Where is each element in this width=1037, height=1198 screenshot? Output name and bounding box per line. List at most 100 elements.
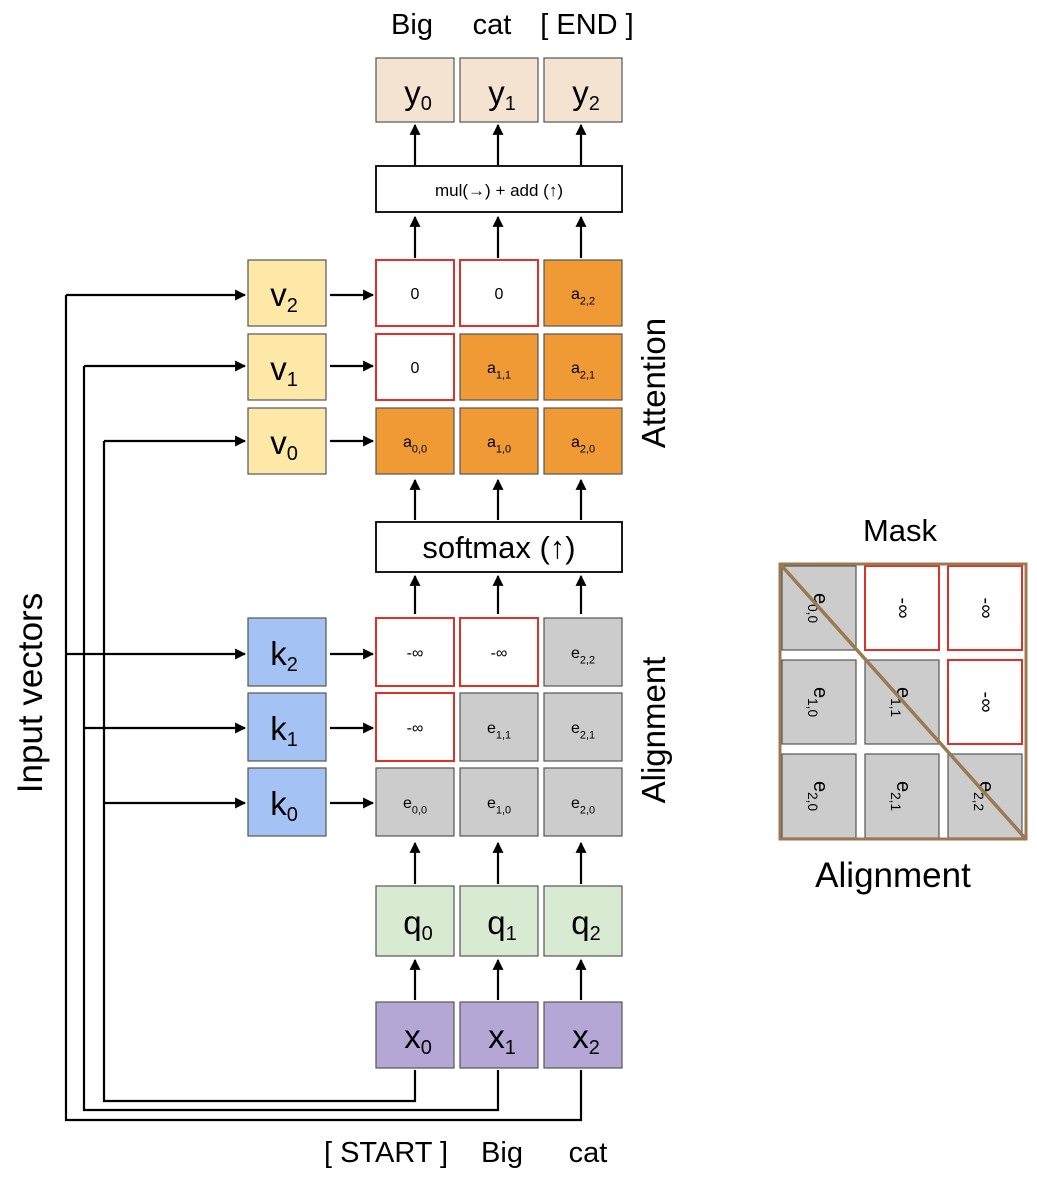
alignment-grid: -∞ -∞ e2,2 -∞ e1,1 e2,1 e0,0 e1,0 e2,0 (375, 617, 623, 837)
mask-cell-0-1 (864, 565, 940, 651)
alignment-cell-1-2-label: e2,1 (571, 720, 595, 742)
query-box-2 (543, 885, 623, 957)
value-box-0-label: v0 (270, 424, 298, 465)
attention-cell-1-1 (459, 333, 539, 401)
input-wires (64, 295, 583, 1122)
mask-caption: Alignment (815, 856, 971, 895)
output-box-1-label: y1 (488, 74, 516, 115)
key-box-1 (247, 692, 327, 762)
output-box-2-label: y2 (572, 74, 600, 115)
key-box-0-label: k0 (270, 785, 298, 826)
mask-cell-1-0-label: e1,0 (805, 687, 830, 717)
mask-cell-0-2 (947, 565, 1023, 651)
alignment-cell-0-2-label: e2,2 (571, 645, 595, 667)
attention-label: Attention (635, 318, 672, 448)
mask-cell-2-0 (781, 753, 857, 839)
alignment-cell-0-1-label: -∞ (491, 645, 508, 662)
alignment-cell-1-1 (459, 692, 539, 762)
alignment-cell-2-2-label: e2,0 (571, 795, 595, 817)
attention-cell-1-0 (375, 333, 455, 401)
mask-grid: e0,0-∞-∞e1,0e1,1-∞e2,0e2,1e2,2 (781, 565, 1023, 839)
value-box-1 (247, 333, 327, 401)
attention-cell-2-1-label: a1,0 (487, 434, 511, 456)
alignment-cell-2-0-label: e0,0 (403, 795, 427, 817)
key-box-2-label: k2 (270, 635, 298, 676)
mask-cell-0-0-label: e0,0 (805, 593, 830, 623)
alignment-cell-0-2 (543, 617, 623, 687)
input-vectors-label: Input vectors (11, 593, 50, 793)
mask-cell-1-1-label: e1,1 (888, 687, 913, 717)
output-boxes: y0 y1 y2 (375, 57, 623, 123)
attention-cell-2-0-label: a0,0 (403, 434, 427, 456)
mask-diagonal (779, 563, 1027, 840)
query-box-1-label: q1 (487, 904, 516, 945)
attention-cell-2-2 (543, 407, 623, 475)
mask-frame (778, 562, 1028, 841)
output-box-1 (459, 57, 539, 123)
value-box-2 (247, 259, 327, 327)
attention-cell-2-2-label: a2,0 (571, 434, 595, 456)
attention-cell-0-2-label: a2,2 (571, 286, 595, 308)
output-words: Big cat [ END ] (391, 9, 634, 41)
alignment-cell-0-1 (459, 617, 539, 687)
query-box-1 (459, 885, 539, 957)
attention-cell-0-0-label: 0 (411, 286, 420, 303)
input-arrows (66, 289, 247, 809)
alignment-cell-2-2 (543, 767, 623, 837)
mask-cell-0-1-label: -∞ (892, 598, 914, 619)
output-word-2: [ END ] (540, 9, 633, 41)
value-boxes: v2 v1 v0 (247, 259, 327, 475)
input-box-1-label: x1 (488, 1018, 516, 1059)
query-box-0-label: q0 (403, 904, 432, 945)
alignment-cell-2-1 (459, 767, 539, 837)
key-box-0 (247, 767, 327, 837)
mask-cell-1-2 (947, 659, 1023, 745)
alignment-cell-1-0-label: -∞ (407, 720, 424, 737)
attention-cell-2-1 (459, 407, 539, 475)
query-boxes: q0 q1 q2 (375, 885, 623, 957)
mask-title: Mask (863, 513, 938, 548)
alignment-cell-0-0-label: -∞ (407, 645, 424, 662)
query-box-2-label: q2 (571, 904, 600, 945)
row-arrows (330, 289, 375, 809)
alignment-label: Alignment (635, 657, 672, 804)
column-arrows (409, 123, 587, 1000)
mask-cell-1-2-label: -∞ (975, 692, 997, 713)
alignment-cell-1-1-label: e1,1 (487, 720, 511, 742)
alignment-cell-0-0 (375, 617, 455, 687)
input-box-2 (543, 1001, 623, 1069)
alignment-cell-2-0 (375, 767, 455, 837)
key-boxes: k2 k1 k0 (247, 617, 327, 837)
output-box-2 (543, 57, 623, 123)
output-box-0 (375, 57, 455, 123)
input-word-2: cat (569, 1137, 608, 1169)
attention-cell-0-2 (543, 259, 623, 327)
attention-cell-1-1-label: a1,1 (487, 360, 511, 382)
alignment-cell-1-0 (375, 692, 455, 762)
output-word-1: cat (473, 9, 512, 41)
mask-cell-2-2-label: e2,2 (971, 781, 996, 811)
input-box-1 (459, 1001, 539, 1069)
mask-cell-2-1-label: e2,1 (888, 781, 913, 811)
output-word-0: Big (391, 9, 433, 41)
input-boxes: x0 x1 x2 (375, 1001, 623, 1069)
input-words: [ START ] Big cat (324, 1137, 607, 1169)
attention-cell-1-0-label: 0 (411, 360, 420, 377)
mul-add-label: mul(→) + add (↑) (435, 181, 563, 200)
mul-add-box (375, 165, 623, 213)
attention-grid: 0 0 a2,2 0 a1,1 a2,1 a0,0 a1,0 a2,0 (375, 259, 623, 475)
alignment-cell-1-2 (543, 692, 623, 762)
value-box-2-label: v2 (270, 276, 298, 317)
output-box-0-label: y0 (404, 74, 432, 115)
attention-cell-0-1-label: 0 (495, 286, 504, 303)
input-word-0: [ START ] (324, 1137, 448, 1169)
alignment-cell-2-1-label: e1,0 (487, 795, 511, 817)
value-box-0 (247, 407, 327, 475)
query-box-0 (375, 885, 455, 957)
attention-cell-1-2-label: a2,1 (571, 360, 595, 382)
mask-cell-2-0-label: e2,0 (805, 781, 830, 811)
input-word-1: Big (481, 1137, 523, 1169)
input-box-2-label: x2 (572, 1018, 600, 1059)
input-box-0-label: x0 (404, 1018, 432, 1059)
